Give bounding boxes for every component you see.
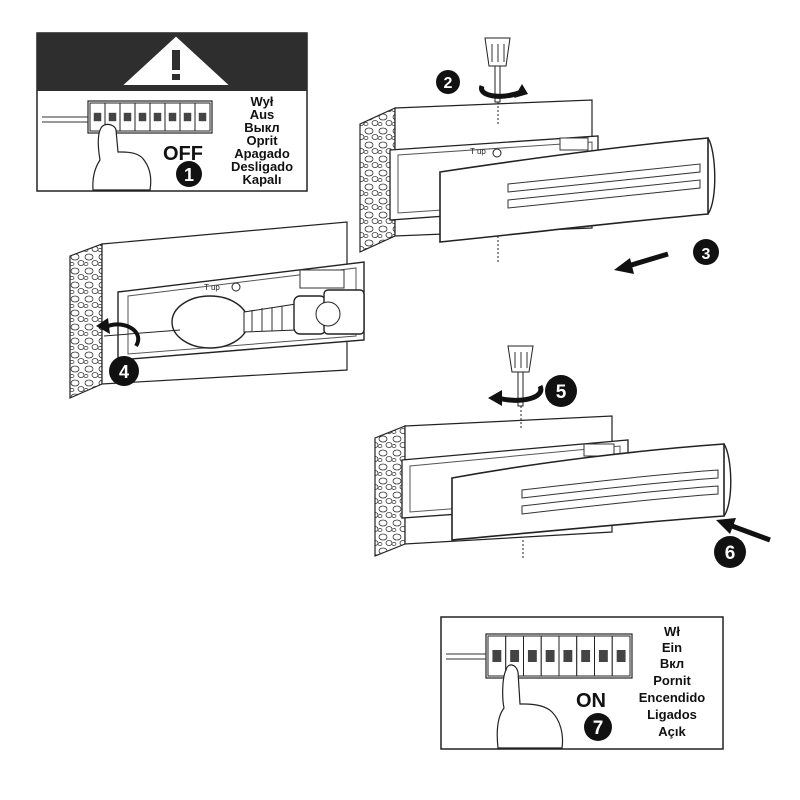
breaker-toggle bbox=[108, 112, 117, 122]
screwdriver-icon bbox=[484, 37, 511, 126]
step-2-badge: 2 bbox=[436, 70, 460, 94]
breaker-toggle bbox=[153, 112, 162, 122]
off-word: Desligado bbox=[231, 159, 293, 174]
on-label: ON bbox=[576, 690, 606, 712]
svg-text:7: 7 bbox=[593, 718, 604, 739]
svg-text:6: 6 bbox=[725, 543, 736, 564]
warning-triangle-icon bbox=[123, 36, 229, 85]
off-word: Kapalı bbox=[242, 172, 281, 187]
on-word: Açık bbox=[658, 724, 686, 739]
step-4-badge: 4 bbox=[109, 356, 139, 386]
breaker-toggle bbox=[123, 112, 132, 122]
light-bulb-icon bbox=[171, 289, 365, 349]
remove-cover-illustration: T up 2 3 bbox=[359, 37, 719, 274]
off-word: Aus bbox=[250, 107, 275, 122]
off-word: Выкл bbox=[244, 120, 279, 135]
replace-bulb-illustration: T up 4 bbox=[69, 221, 365, 399]
on-word: Encendido bbox=[639, 690, 706, 705]
rotate-arrow-icon bbox=[497, 384, 544, 403]
breaker-toggle bbox=[198, 112, 207, 122]
svg-text:3: 3 bbox=[702, 246, 711, 263]
on-panel: ON 7 Wł Ein Вкл Pornit Encendido Ligados… bbox=[440, 616, 724, 750]
step-7-badge: 7 bbox=[584, 713, 612, 741]
on-word: Ligados bbox=[647, 707, 697, 722]
breaker-toggle bbox=[138, 112, 147, 122]
attach-cover-illustration: 5 6 bbox=[374, 345, 771, 568]
breaker-toggle bbox=[510, 650, 520, 662]
on-word: Ein bbox=[662, 640, 682, 655]
on-word: Wł bbox=[664, 624, 680, 639]
step-1-badge: 1 bbox=[176, 161, 202, 187]
breaker-toggle bbox=[168, 112, 177, 122]
breaker-toggle bbox=[183, 112, 192, 122]
breaker-toggle bbox=[563, 650, 573, 662]
breaker-toggle bbox=[616, 650, 626, 662]
on-word: Pornit bbox=[653, 673, 691, 688]
on-word-list: Wł Ein Вкл Pornit Encendido Ligados Açık bbox=[639, 624, 706, 739]
step-5-badge: 5 bbox=[545, 375, 577, 407]
breaker-toggle bbox=[527, 650, 537, 662]
svg-text:4: 4 bbox=[119, 362, 129, 382]
screwdriver-icon bbox=[507, 345, 534, 430]
svg-text:1: 1 bbox=[184, 165, 194, 185]
direction-arrow-icon bbox=[614, 251, 669, 274]
breaker-switches bbox=[446, 633, 633, 679]
hand-pressing-icon bbox=[496, 664, 564, 749]
off-word: Wył bbox=[251, 94, 274, 109]
fixture-label: T up bbox=[470, 147, 486, 156]
breaker-toggle bbox=[545, 650, 555, 662]
off-panel: OFF 1 Wył Aus Выкл Oprit Apagado Desliga… bbox=[36, 32, 308, 192]
breaker-toggle bbox=[598, 650, 608, 662]
off-label: OFF bbox=[163, 143, 203, 165]
breaker-toggle bbox=[93, 112, 102, 122]
off-word: Oprit bbox=[246, 133, 278, 148]
breaker-toggle bbox=[581, 650, 591, 662]
step-3-badge: 3 bbox=[693, 239, 719, 265]
svg-text:5: 5 bbox=[556, 382, 567, 403]
fixture-label: T up bbox=[204, 283, 220, 292]
step-6-badge: 6 bbox=[714, 536, 746, 568]
off-word: Apagado bbox=[234, 146, 290, 161]
on-word: Вкл bbox=[660, 656, 684, 671]
off-word-list: Wył Aus Выкл Oprit Apagado Desligado Kap… bbox=[231, 94, 293, 187]
svg-text:2: 2 bbox=[444, 75, 453, 92]
breaker-toggle bbox=[492, 650, 502, 662]
direction-arrow-icon bbox=[716, 518, 771, 543]
hand-pressing-icon bbox=[92, 123, 152, 191]
